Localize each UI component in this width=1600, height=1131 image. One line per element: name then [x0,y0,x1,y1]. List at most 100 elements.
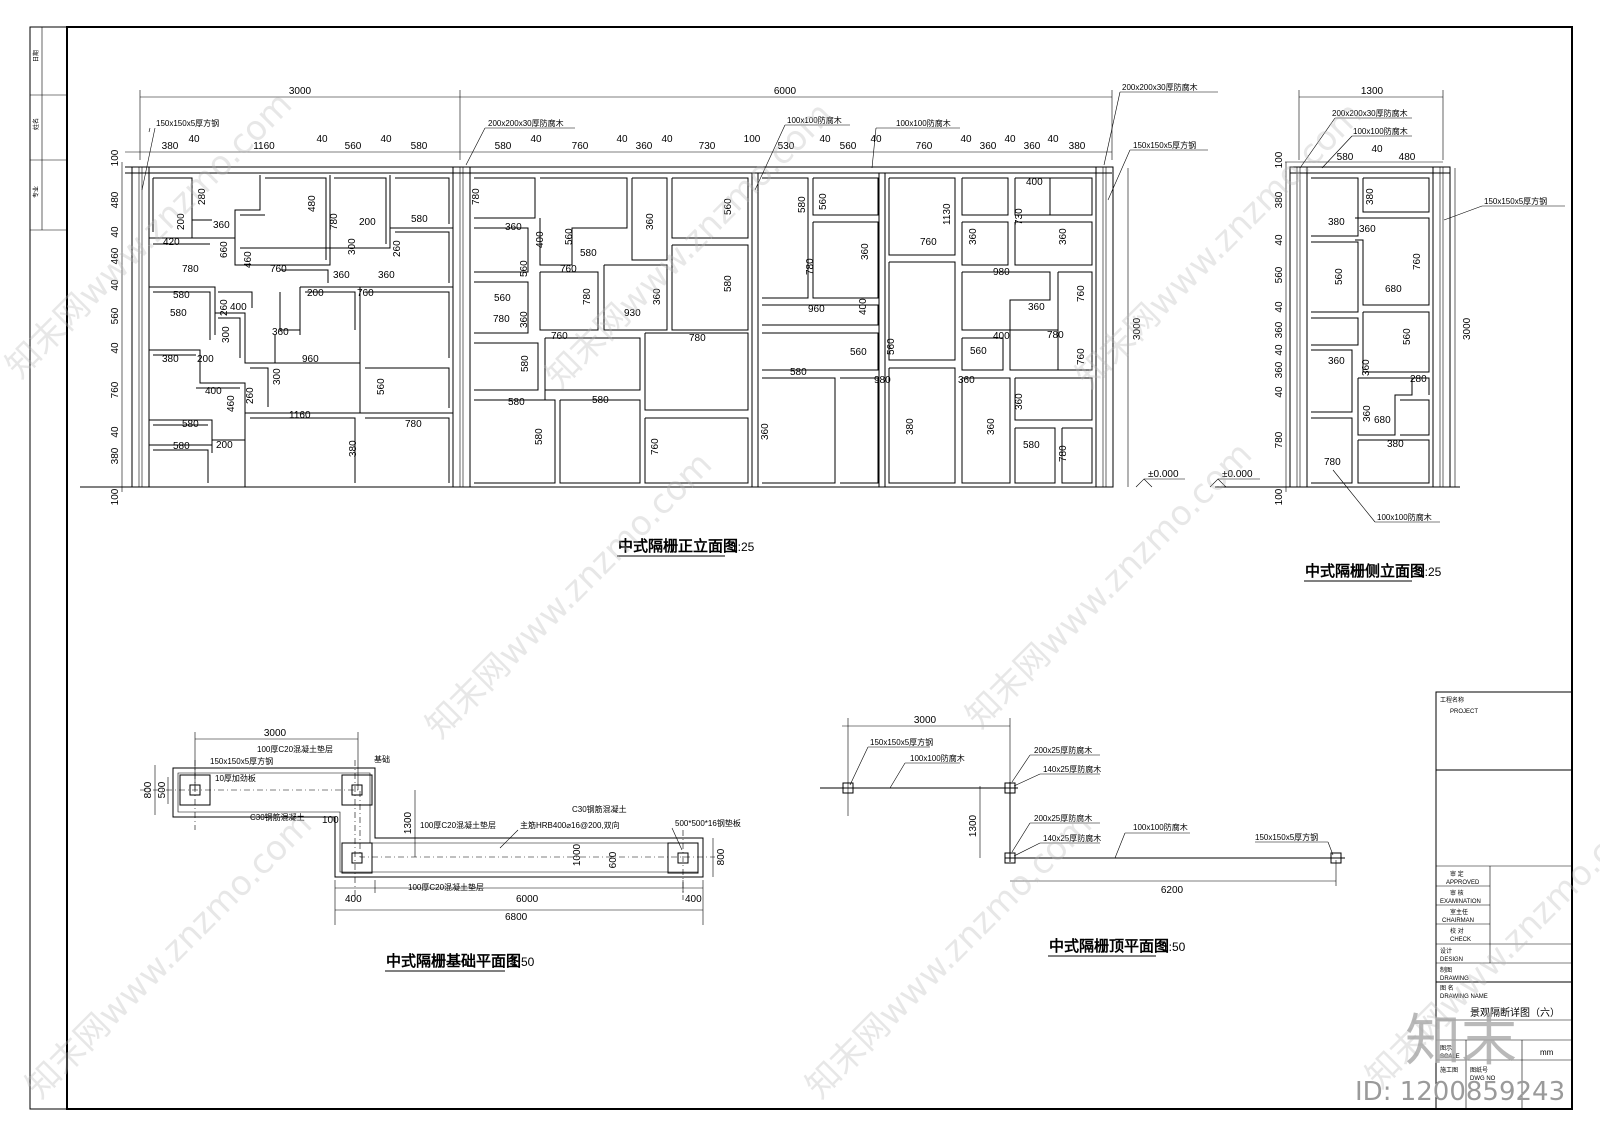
dim: 580 [580,248,597,259]
dim: 380 [1274,191,1285,208]
callout-cap-right: 200x200x30厚防腐木 [1122,82,1198,92]
dim: 460 [243,251,254,268]
front-panel-dims: 280 200 360 480 780 200 580 420 660 300 … [162,177,1087,462]
dim: 560 [818,193,829,210]
watermark-layer: 知末网www.znzmo.com 知末网www.znzmo.com 知末网www… [0,84,1600,1107]
dim: 40 [819,134,831,145]
dim: 200 [359,217,376,228]
dim: 580 [173,290,190,301]
level-mark: ±0.000 [1148,469,1179,480]
dim: 580 [495,141,512,152]
dim: 360 [968,228,979,245]
dim: 6800 [505,912,528,923]
dim: 580 [520,355,531,372]
dim: 360 [958,375,975,386]
label: 10厚加劲板 [215,773,256,783]
title-block: 工程名称 PROJECT 审 定 APPROVED 审 核 EXAMINATIO… [1435,691,1573,1110]
side-level: ±0.000 [1222,469,1253,480]
dim: 460 [110,247,121,264]
dim: 40 [1274,301,1285,313]
dim: 560 [723,198,734,215]
dim: 360 [645,213,656,230]
dim: 780 [1324,457,1341,468]
dim: 40 [530,134,542,145]
dim: 760 [1412,253,1423,270]
tb-approved: 审 定 [1450,870,1464,878]
callout-steel-right: 150x150x5厚方钢 [1133,140,1196,150]
dim: 960 [808,304,825,315]
callout-steel: 150x150x5厚方钢 [156,118,219,128]
dim: 780 [405,419,422,430]
timber-post [878,172,886,488]
label: 150x150x5厚方钢 [1255,832,1318,842]
dim: 780 [1047,330,1064,341]
label: C30钢筋混凝土 [250,812,305,822]
steel-post-plan [1004,782,1016,794]
tb-drawing-en: DRAWING [1440,976,1469,982]
steel-post [452,166,471,488]
label: 150x150x5厚方钢 [210,756,273,766]
dim: 1160 [253,141,275,152]
dim: 100 [1274,488,1285,505]
dim: 40 [188,134,200,145]
lattice-middle [469,172,753,488]
dim: 530 [778,141,795,152]
foundation-plan: 3000 800 500 1300 100 4 [140,728,741,972]
dim: 380 [1328,217,1345,228]
watermark-text: 知末网www.znzmo.com [418,444,720,746]
dim: 300 [347,238,358,255]
dim: 200 [176,213,187,230]
dim: 400 [993,331,1010,342]
dim: 760 [572,141,589,152]
dim: 200 [197,354,214,365]
callout: 150x150x5厚方钢 [1484,196,1547,206]
dim: 560 [840,141,857,152]
top-plan: 3000 1300 6200 150x150x5厚方钢 100x100防腐木 2… [820,715,1345,957]
dim: 560 [564,228,575,245]
dim: 760 [920,237,937,248]
watermark-text: 知末网www.znzmo.com [18,804,320,1106]
dim: 980 [874,375,891,386]
tb-unit: mm [1540,1048,1554,1057]
dim: 480 [307,195,318,212]
dim: 300 [272,368,283,385]
dim: 780 [582,288,593,305]
dim-side-height: 3000 [1462,317,1473,340]
dim-overall-3000: 3000 [289,86,312,97]
foundation-scale: 1:50 [511,955,535,969]
label: 100x100防腐木 [910,753,965,763]
dim: 780 [493,314,510,325]
dim: 380 [1365,188,1376,205]
strip-name: 姓名 [32,118,40,130]
dim: 360 [1359,224,1376,235]
callout-cap: 200x200x30厚防腐木 [488,118,564,128]
dim: 360 [272,327,289,338]
inner-frame [66,26,1573,1110]
dim: 600 [608,851,619,868]
dim: 680 [1374,415,1391,426]
dim: 360 [986,418,997,435]
dim: 360 [333,270,350,281]
dim: 580 [182,419,199,430]
dim: 280 [197,188,208,205]
dim: 40 [1274,234,1285,246]
dim: 780 [805,258,816,275]
steel-post-plan [1004,852,1016,864]
dim: 360 [980,141,997,152]
label: 主筋HRB400⌀16@200,双向 [520,820,620,830]
dim: 560 [110,307,121,324]
dim: 580 [592,395,609,406]
label: 140x25厚防腐木 [1043,833,1101,843]
side-elevation: 1300 580 40 480 100 380 40 560 40 360 40… [1209,86,1565,582]
strip-date: 日期 [32,50,40,62]
dim: 40 [616,134,628,145]
dim: 40 [380,134,392,145]
dim: 6200 [1161,885,1184,896]
dim: 40 [316,134,328,145]
dim: 760 [560,264,577,275]
top-title: 中式隔栅顶平面图 [1049,937,1169,955]
dim: 680 [1385,284,1402,295]
dim: 360 [636,141,653,152]
dim: 560 [850,347,867,358]
left-info-strip: 日期 姓名 专业 [30,27,67,231]
